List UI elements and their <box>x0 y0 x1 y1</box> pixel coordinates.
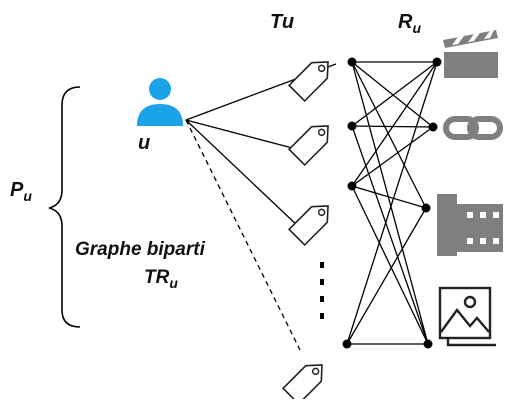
p-u-brace <box>48 86 81 328</box>
image-gallery-icon <box>438 286 496 347</box>
film-strip-icon <box>437 194 503 256</box>
p-u-label: Pu <box>10 179 32 204</box>
resources-column-title: Ru <box>398 11 421 36</box>
graph-title-line2: TRu <box>144 267 178 291</box>
tag-icon <box>287 125 329 167</box>
person-icon <box>137 78 183 126</box>
user-label: u <box>138 132 150 154</box>
tag-icon <box>287 205 329 247</box>
resource-nodes <box>421 57 442 349</box>
tag-nodes <box>342 57 357 349</box>
bipartite-edges <box>346 61 438 345</box>
ellipsis-dots <box>320 262 324 319</box>
tag-icon <box>281 364 323 404</box>
graph-title-line1: Graphe biparti <box>75 239 206 260</box>
chain-link-icon <box>443 116 503 140</box>
tag-icon <box>287 61 329 103</box>
clapperboard-icon <box>443 30 498 78</box>
tags-column-title: Tu <box>270 11 294 33</box>
